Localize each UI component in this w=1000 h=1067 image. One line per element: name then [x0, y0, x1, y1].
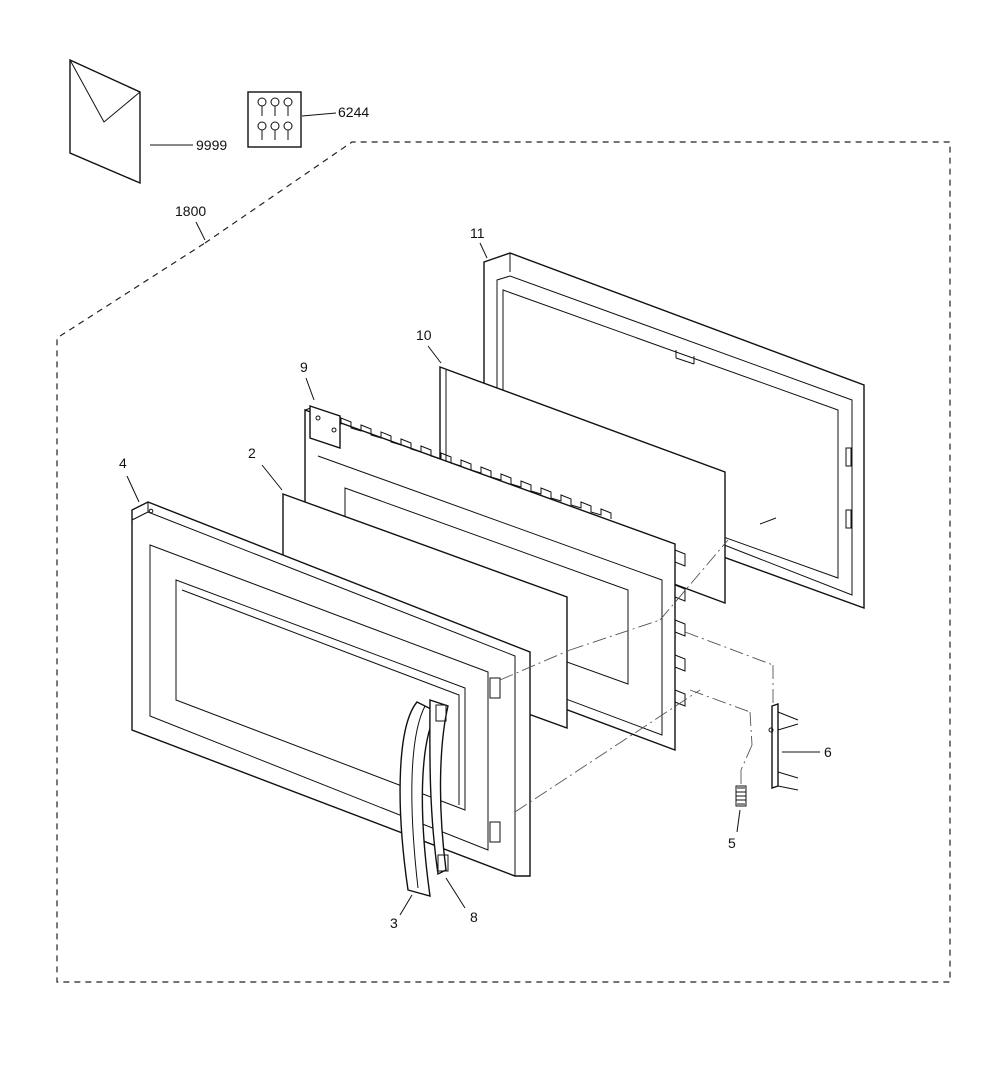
leader-11 — [479, 242, 488, 259]
leader-10 — [427, 345, 442, 364]
leader-6244 — [301, 112, 337, 117]
manual-envelope-icon — [69, 58, 141, 185]
label-3: 3 — [390, 915, 398, 931]
leader-5 — [736, 809, 741, 833]
assembly-boundary — [56, 141, 951, 983]
label-2: 2 — [248, 445, 256, 461]
label-6244: 6244 — [338, 104, 369, 120]
label-5: 5 — [728, 835, 736, 851]
label-10: 10 — [416, 327, 432, 343]
screw-kit-icon — [247, 91, 302, 148]
latch-part — [768, 703, 799, 791]
handle-cover-part — [429, 699, 449, 876]
leader-4 — [126, 475, 140, 503]
leader-9 — [305, 377, 315, 401]
leader-3 — [399, 894, 413, 916]
label-11: 11 — [470, 225, 485, 241]
label-6: 6 — [824, 744, 832, 760]
leader-1800 — [195, 221, 206, 241]
label-9999: 9999 — [196, 137, 227, 153]
spring-part — [735, 785, 747, 807]
label-1800: 1800 — [175, 203, 206, 219]
label-8: 8 — [470, 909, 478, 925]
label-4: 4 — [119, 455, 127, 471]
alignment-lines — [499, 539, 774, 813]
label-9: 9 — [300, 359, 308, 375]
leader-8 — [445, 877, 466, 909]
handle-part — [399, 701, 438, 897]
leader-2 — [261, 464, 283, 491]
